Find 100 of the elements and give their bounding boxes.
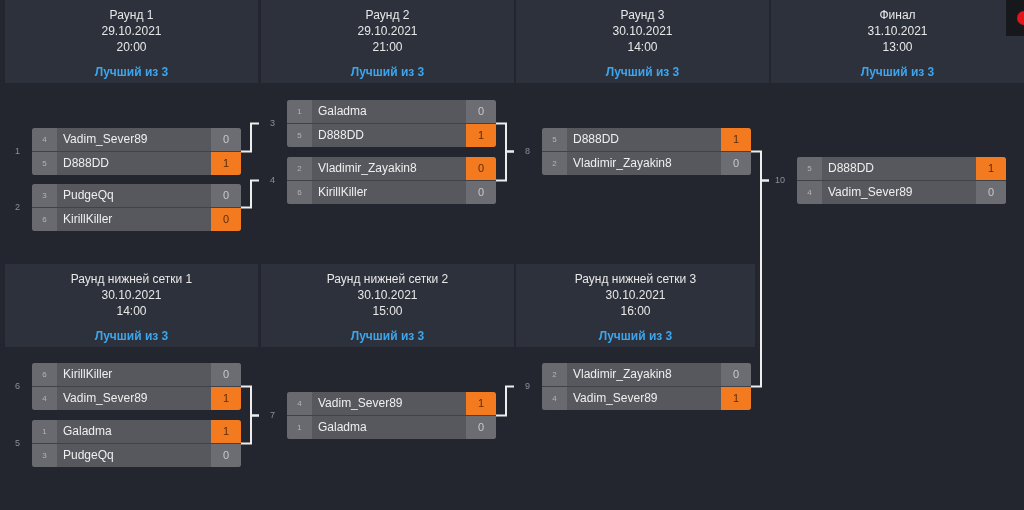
player-name: KirillKiller bbox=[63, 367, 113, 382]
match-score: 0 bbox=[466, 157, 496, 180]
round-title: Раунд нижней сетки 1 bbox=[70, 272, 193, 286]
bracket-connector bbox=[240, 414, 260, 445]
seed-number: 6 bbox=[32, 208, 57, 231]
best-of-label: Лучший из 3 bbox=[94, 65, 169, 79]
player-row bbox=[287, 157, 496, 180]
round-date: 30.10.2021 bbox=[605, 288, 666, 302]
match-number: 7 bbox=[270, 409, 275, 422]
round-date: 30.10.2021 bbox=[357, 288, 418, 302]
match-number: 2 bbox=[15, 201, 20, 214]
match-number: 1 bbox=[15, 145, 20, 158]
player-name: Galadma bbox=[63, 424, 112, 439]
player-name: Vadim_Sever89 bbox=[63, 132, 148, 147]
bracket-connector bbox=[750, 179, 770, 388]
match-score: 0 bbox=[721, 152, 751, 175]
player-name: Vladimir_Zayakin8 bbox=[573, 156, 672, 171]
player-row bbox=[32, 444, 241, 467]
player-row bbox=[797, 157, 1006, 180]
player-row bbox=[32, 420, 241, 443]
match-score: 1 bbox=[211, 152, 241, 175]
seed-number: 5 bbox=[797, 157, 822, 180]
player-row bbox=[32, 152, 241, 175]
seed-number: 5 bbox=[287, 124, 312, 147]
best-of-label: Лучший из 3 bbox=[94, 329, 169, 343]
round-title: Раунд 2 bbox=[365, 8, 410, 22]
seed-number: 3 bbox=[32, 444, 57, 467]
player-name: Vadim_Sever89 bbox=[63, 391, 148, 406]
player-name: Vadim_Sever89 bbox=[318, 396, 403, 411]
round-header bbox=[771, 0, 1024, 83]
match-score: 0 bbox=[211, 128, 241, 151]
player-row bbox=[542, 363, 751, 386]
seed-number: 4 bbox=[797, 181, 822, 204]
seed-number: 3 bbox=[32, 184, 57, 207]
player-row bbox=[542, 387, 751, 410]
player-row bbox=[287, 181, 496, 204]
match-number: 5 bbox=[15, 437, 20, 450]
round-date: 31.10.2021 bbox=[867, 24, 928, 38]
match-score: 1 bbox=[211, 387, 241, 410]
seed-number: 2 bbox=[542, 363, 567, 386]
player-row bbox=[32, 387, 241, 410]
bracket-connector bbox=[240, 179, 260, 209]
best-of-label: Лучший из 3 bbox=[350, 65, 425, 79]
match-number: 9 bbox=[525, 380, 530, 393]
player-row bbox=[542, 152, 751, 175]
seed-number: 1 bbox=[32, 420, 57, 443]
match-score: 0 bbox=[211, 444, 241, 467]
player-name: KirillKiller bbox=[318, 185, 368, 200]
match-number: 4 bbox=[270, 174, 275, 187]
bracket-connector bbox=[495, 385, 515, 417]
player-name: Vadim_Sever89 bbox=[828, 185, 913, 200]
player-row bbox=[32, 184, 241, 207]
round-time: 14:00 bbox=[116, 304, 147, 318]
round-time: 14:00 bbox=[627, 40, 658, 54]
player-row bbox=[797, 181, 1006, 204]
match-number: 10 bbox=[775, 174, 785, 187]
match-score: 0 bbox=[211, 208, 241, 231]
match-number: 8 bbox=[525, 145, 530, 158]
match-score: 0 bbox=[466, 416, 496, 439]
match-score: 1 bbox=[466, 392, 496, 415]
match-score: 1 bbox=[976, 157, 1006, 180]
round-date: 29.10.2021 bbox=[357, 24, 418, 38]
player-name: D888DD bbox=[63, 156, 110, 171]
seed-number: 2 bbox=[542, 152, 567, 175]
round-time: 16:00 bbox=[620, 304, 651, 318]
match-score: 0 bbox=[211, 184, 241, 207]
player-row bbox=[287, 100, 496, 123]
player-row bbox=[287, 416, 496, 439]
match-number: 3 bbox=[270, 117, 275, 130]
seed-number: 4 bbox=[32, 128, 57, 151]
round-title: Раунд нижней сетки 3 bbox=[574, 272, 697, 286]
seed-number: 5 bbox=[32, 152, 57, 175]
match-score: 1 bbox=[466, 124, 496, 147]
best-of-label: Лучший из 3 bbox=[598, 329, 673, 343]
round-title: Финал bbox=[879, 8, 916, 22]
match-score: 1 bbox=[211, 420, 241, 443]
seed-number: 4 bbox=[542, 387, 567, 410]
seed-number: 4 bbox=[287, 392, 312, 415]
player-name: KirillKiller bbox=[63, 212, 113, 227]
bracket-connector bbox=[495, 150, 515, 182]
player-name: PudgeQq bbox=[63, 448, 114, 463]
player-row bbox=[32, 363, 241, 386]
seed-number: 1 bbox=[287, 100, 312, 123]
player-name: PudgeQq bbox=[63, 188, 114, 203]
player-row bbox=[32, 128, 241, 151]
round-time: 21:00 bbox=[372, 40, 403, 54]
match-score: 1 bbox=[721, 387, 751, 410]
player-row bbox=[542, 128, 751, 151]
round-date: 30.10.2021 bbox=[101, 288, 162, 302]
seed-number: 4 bbox=[32, 387, 57, 410]
match-score: 0 bbox=[466, 181, 496, 204]
best-of-label: Лучший из 3 bbox=[350, 329, 425, 343]
seed-number: 5 bbox=[542, 128, 567, 151]
match-score: 1 bbox=[721, 128, 751, 151]
round-date: 29.10.2021 bbox=[101, 24, 162, 38]
round-title: Раунд нижней сетки 2 bbox=[326, 272, 449, 286]
best-of-label: Лучший из 3 bbox=[605, 65, 680, 79]
best-of-label: Лучший из 3 bbox=[860, 65, 935, 79]
match-number: 6 bbox=[15, 380, 20, 393]
seed-number: 6 bbox=[32, 363, 57, 386]
